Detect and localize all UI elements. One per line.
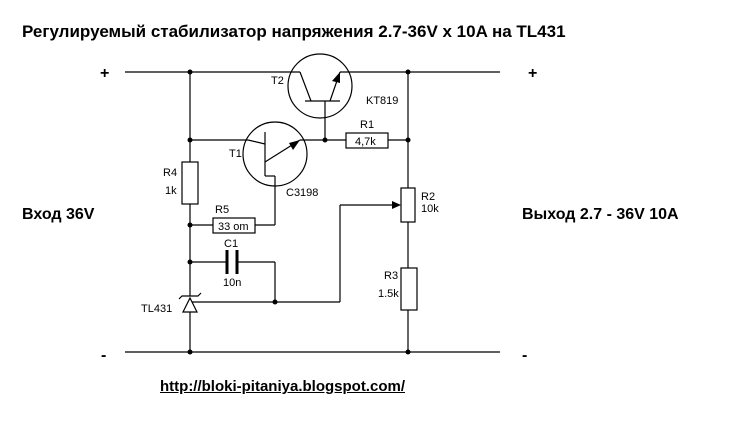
r2-wiper-arrow — [392, 201, 401, 209]
r2-value: 10k — [421, 203, 439, 215]
t2-transistor — [287, 53, 353, 119]
c1-value: 10n — [223, 277, 241, 289]
t2-ref: T2 — [271, 75, 284, 87]
junction-dot — [405, 69, 411, 75]
output-plus-sign: + — [528, 65, 537, 82]
input-minus-sign: - — [101, 347, 106, 364]
output-minus-sign: - — [522, 347, 527, 364]
r4-value: 1k — [165, 185, 177, 197]
junction-dot — [187, 69, 193, 75]
t1-part: C3198 — [286, 187, 318, 199]
r3-ref: R3 — [384, 270, 398, 282]
t2-emitter-arrow — [332, 72, 340, 83]
r5-ref: R5 — [215, 204, 229, 216]
t1-collector — [247, 139, 266, 145]
r3-resistor — [400, 267, 418, 311]
junction-dot — [187, 349, 193, 355]
tl431-triangle — [182, 296, 198, 313]
r2-ref: R2 — [421, 191, 435, 203]
r1-ref: R1 — [360, 119, 374, 131]
junction-dot — [187, 137, 193, 143]
r4-ref: R4 — [163, 167, 177, 179]
junction-dot — [405, 349, 411, 355]
junction-dot — [187, 259, 193, 265]
junction-dot — [187, 222, 193, 228]
t1-emitter-arrow — [289, 140, 300, 150]
tl431-ref: TL431 — [141, 303, 172, 315]
t2-part: KT819 — [366, 95, 398, 107]
r2-potentiometer — [400, 187, 416, 223]
output-label: Выход 2.7 - 36V 10A — [522, 206, 679, 223]
input-plus-sign: + — [100, 65, 109, 82]
c1-ref: C1 — [224, 238, 238, 250]
junction-dot — [322, 137, 328, 143]
r4-resistor — [181, 161, 199, 205]
r5-value: 33 om — [218, 221, 249, 233]
junction-dot — [405, 137, 411, 143]
t1-ref: T1 — [229, 148, 242, 160]
input-label: Вход 36V — [22, 206, 95, 223]
r1-value: 4,7k — [355, 136, 376, 148]
diagram-title: Регулируемый стабилизатор напряжения 2.7… — [22, 22, 566, 41]
source-url[interactable]: http://bloki-pitaniya.blogspot.com/ — [160, 378, 405, 395]
r3-value: 1.5k — [378, 288, 399, 300]
junction-dot — [272, 299, 278, 305]
t2-collector — [299, 71, 312, 102]
